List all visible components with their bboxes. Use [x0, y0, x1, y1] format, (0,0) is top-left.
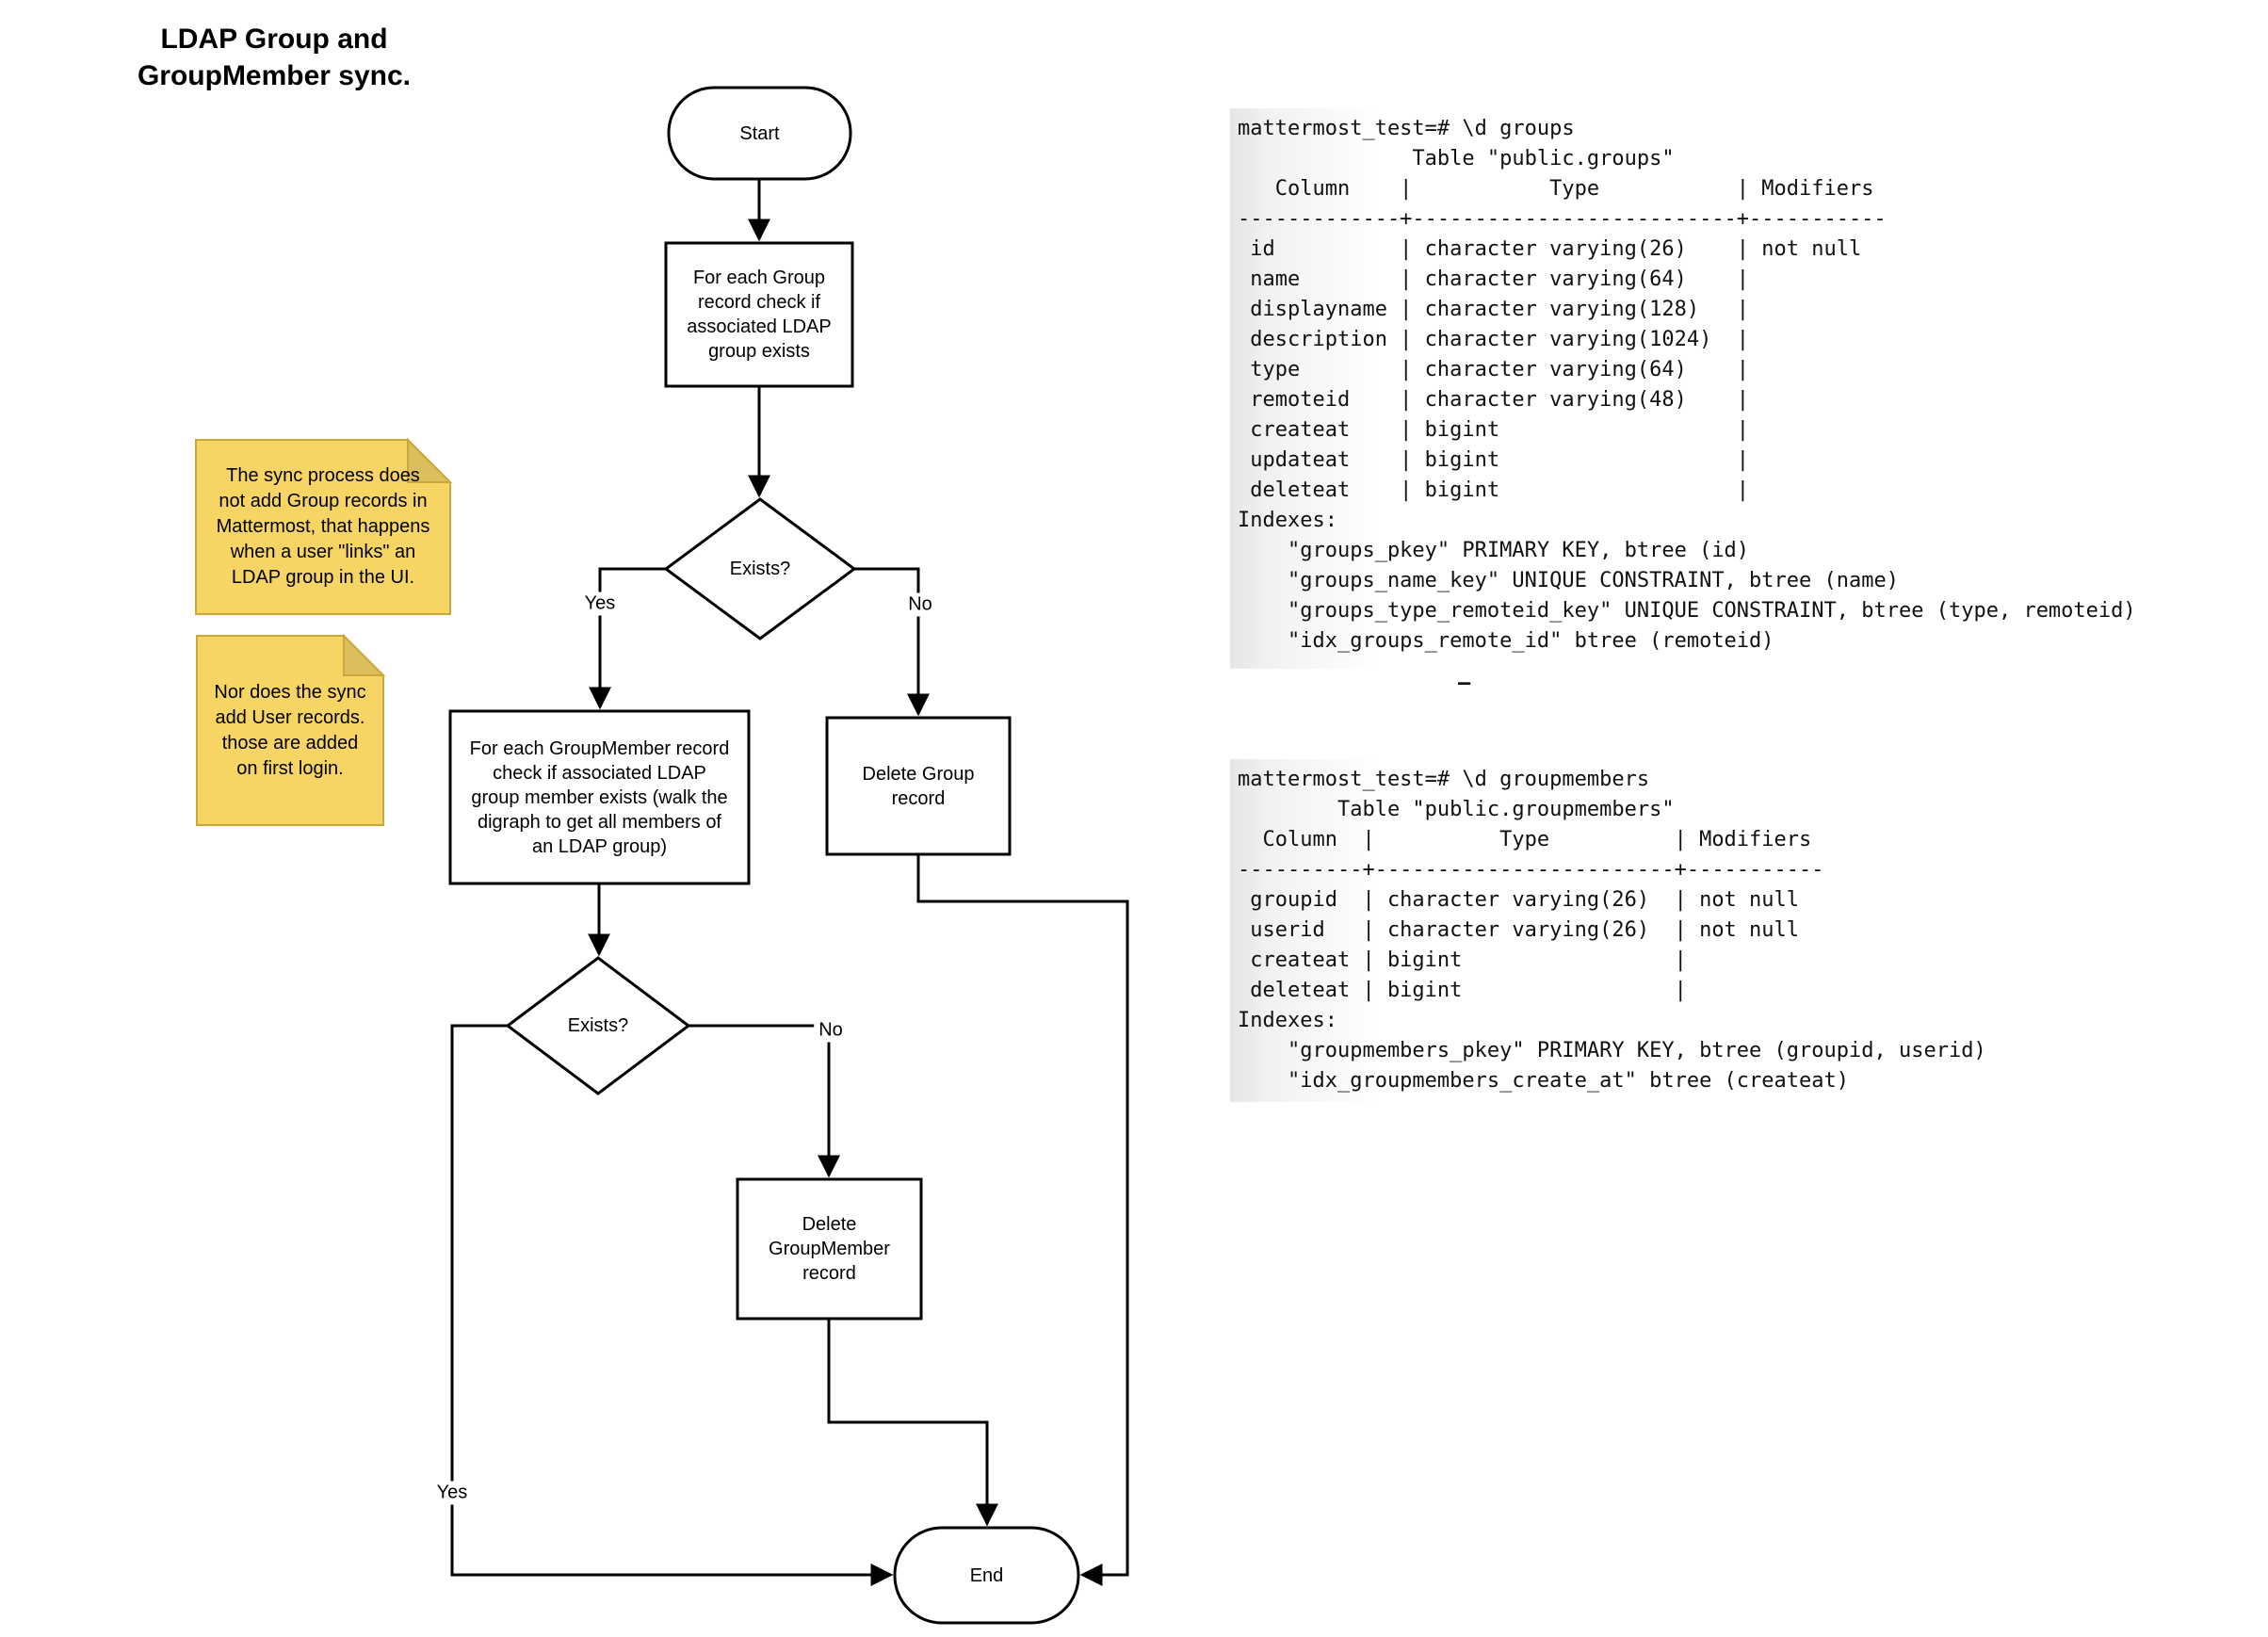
sticky-note-1: The sync process does not add Group reco… — [216, 465, 430, 588]
terminal-groups-output: mattermost_test=# \d groups Table "publi… — [1230, 108, 2170, 669]
delete-groupmember-record-node: Delete GroupMember record — [769, 1214, 890, 1284]
end-node: End — [969, 1564, 1004, 1586]
decision-member-exists-node: Exists? — [567, 1015, 629, 1036]
connector-exists1-yes — [589, 567, 666, 710]
edge-label-yes-1: Yes — [579, 592, 621, 616]
process-group-check-node: For each Group record check if associate… — [687, 267, 832, 362]
delete-group-record-shape — [825, 716, 1012, 856]
edge-label-yes-2: Yes — [431, 1481, 473, 1505]
connector-exists2-no — [688, 1024, 840, 1178]
delete-group-record-node: Delete Group record — [862, 763, 975, 809]
sticky-note-2: Nor does the sync add User records. thos… — [214, 681, 366, 779]
sticky-note-1-shape — [195, 439, 451, 615]
connector-deletegroup-to-end — [916, 854, 1129, 1586]
connector-deletegroupmember-to-end — [827, 1319, 998, 1527]
page-title: LDAP Group and GroupMember sync. — [137, 24, 412, 91]
edge-label-no-1: No — [903, 592, 937, 617]
process-groupmember-check-shape — [448, 709, 751, 885]
sticky-note-1-folded-corner-icon — [407, 437, 453, 483]
end-node-shape — [893, 1526, 1080, 1625]
stray-dash-mark: – — [1458, 672, 1471, 695]
process-group-check-shape — [664, 241, 854, 388]
connector-exists1-no — [854, 567, 930, 717]
delete-groupmember-record-shape — [736, 1177, 923, 1321]
start-node-shape — [667, 86, 852, 181]
connector-exists2-yes-to-end — [450, 1024, 894, 1586]
sticky-note-2-folded-corner-icon — [343, 633, 386, 676]
terminal-groupmembers-output: mattermost_test=# \d groupmembers Table … — [1230, 759, 2170, 1102]
decision-group-exists-node: Exists? — [729, 559, 791, 579]
decision-member-exists-shape — [505, 956, 691, 1095]
edge-label-no-2: No — [814, 1018, 848, 1043]
start-node: Start — [739, 122, 780, 144]
sticky-note-2-shape — [196, 635, 384, 826]
process-groupmember-check-node: For each GroupMember record check if ass… — [469, 737, 730, 857]
decision-group-exists-shape — [663, 497, 857, 640]
